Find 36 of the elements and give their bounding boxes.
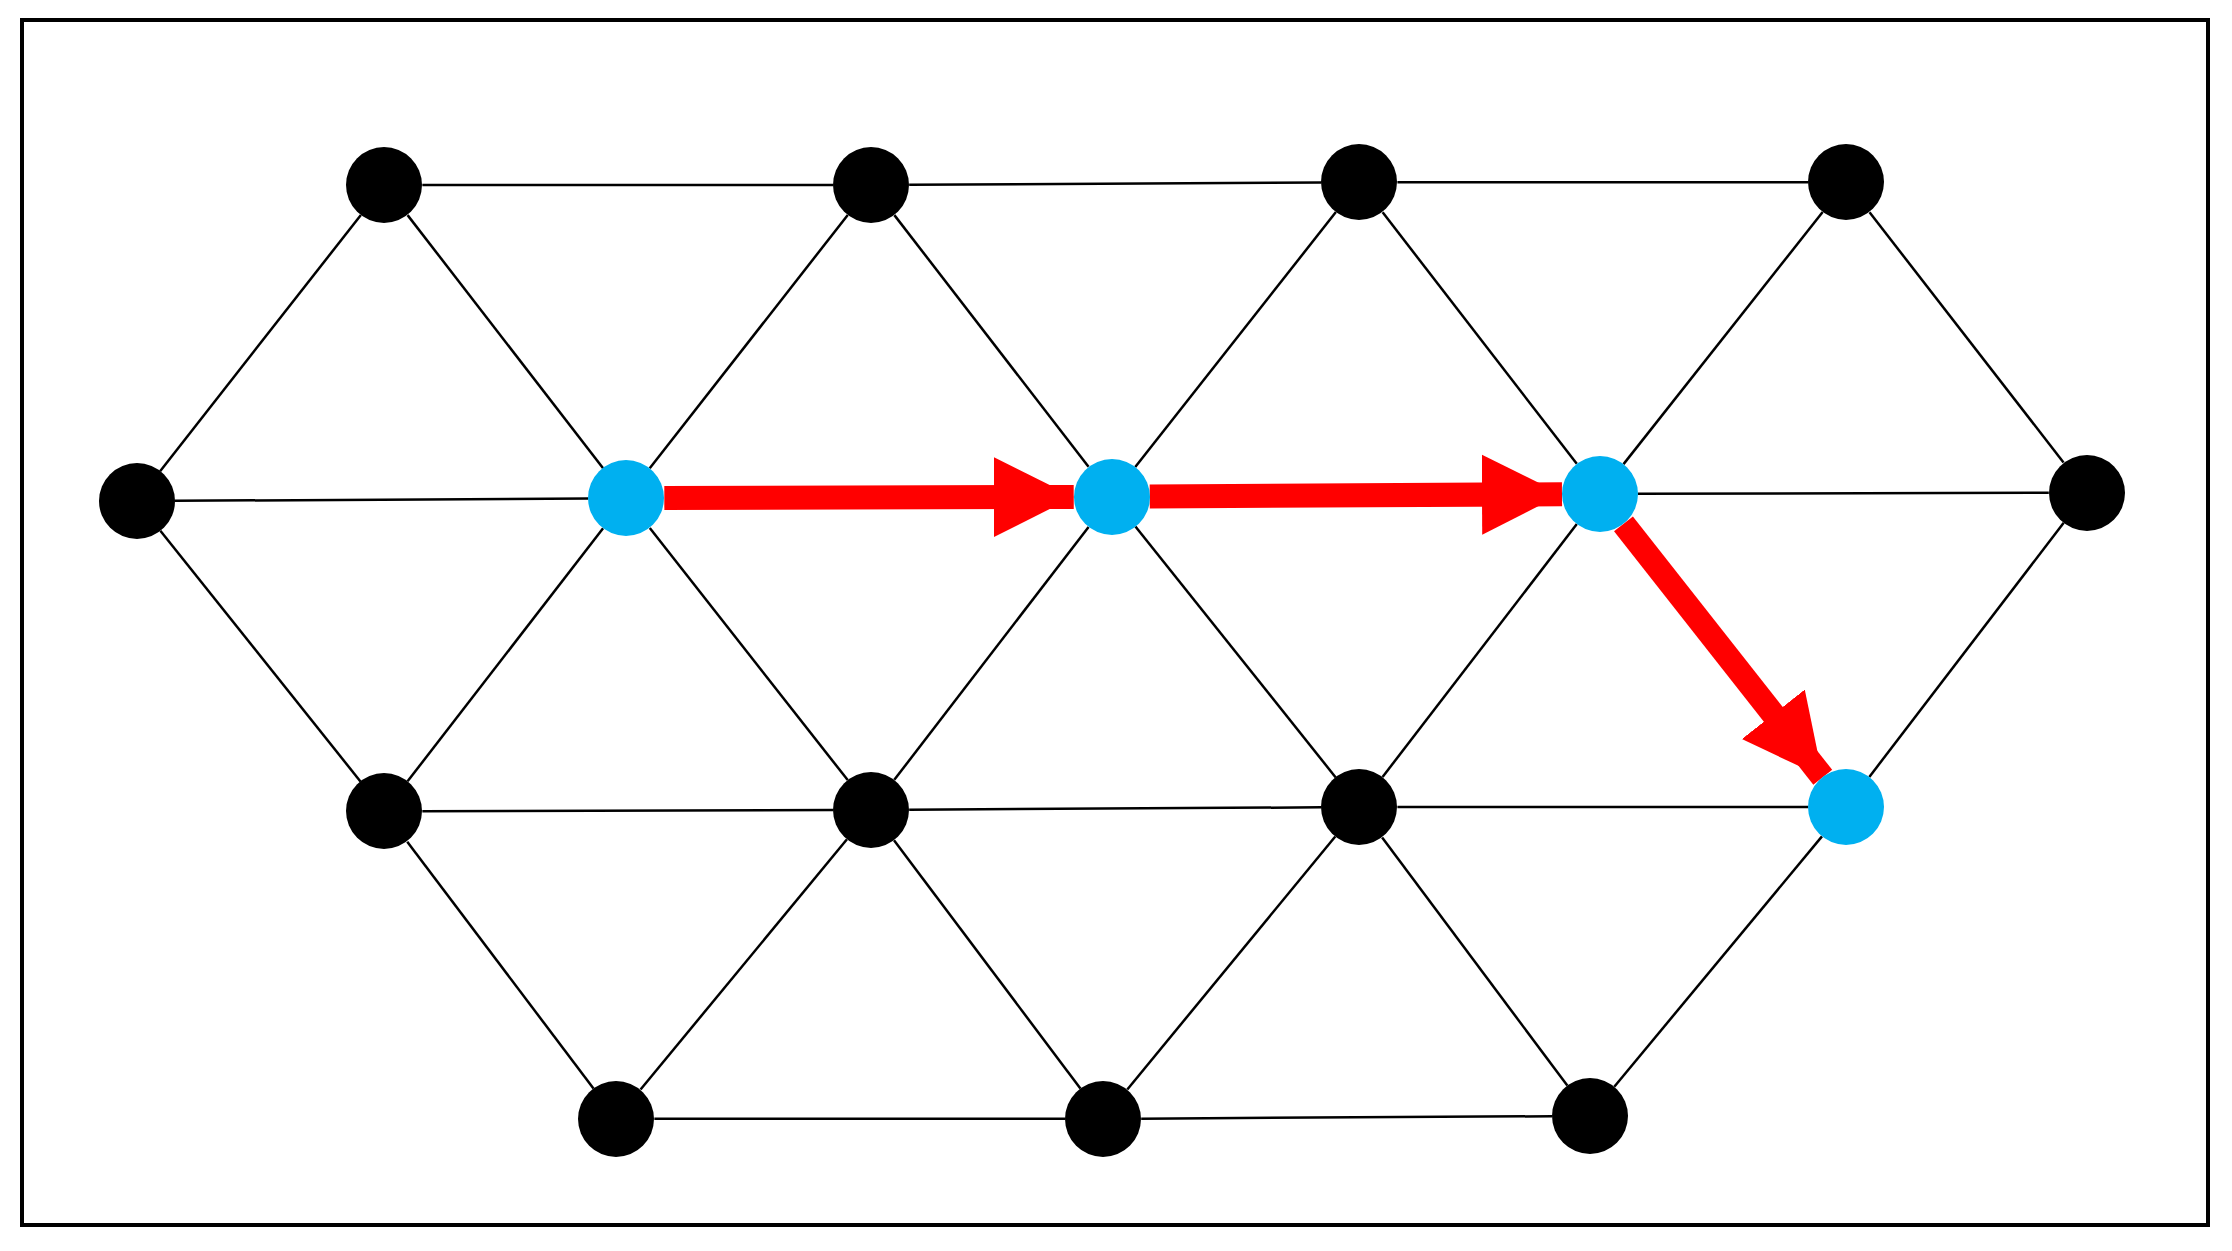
connector-line <box>1141 1114 1553 1120</box>
connector-line <box>1381 211 1578 465</box>
connector-line <box>893 214 1090 468</box>
connector-line <box>648 527 849 781</box>
connector-line <box>1134 525 1337 779</box>
arrow <box>1614 516 1833 785</box>
connector-line <box>1381 836 1569 1087</box>
connector-line <box>1613 835 1823 1088</box>
connector-line <box>1868 211 2065 464</box>
graph-node <box>1561 455 1638 532</box>
connector-line <box>909 806 1322 811</box>
connector-line <box>1622 211 1824 465</box>
connector-line <box>893 526 1090 781</box>
arrow <box>664 457 1074 538</box>
connector-line <box>406 527 605 783</box>
connector-line <box>1397 180 1809 184</box>
connector-line <box>422 808 834 813</box>
connector-line <box>1397 805 1809 809</box>
connector-line <box>1868 521 2065 778</box>
connector-line <box>1134 211 1337 468</box>
connector-line <box>893 839 1082 1090</box>
arrow <box>1149 454 1563 535</box>
connector-line <box>654 1117 1066 1121</box>
connector-line <box>1637 491 2049 496</box>
connector-line <box>1126 835 1337 1091</box>
connector-line <box>406 840 595 1090</box>
connector-line <box>639 838 848 1091</box>
connector-line <box>909 181 1322 187</box>
graph-node <box>1808 769 1885 846</box>
connector-line <box>159 529 362 783</box>
connector-line <box>1381 523 1578 778</box>
connector-line <box>174 497 589 503</box>
connector-line <box>159 214 362 472</box>
connector-line <box>406 214 605 469</box>
connector-line <box>648 214 849 470</box>
connector-line <box>422 183 834 187</box>
